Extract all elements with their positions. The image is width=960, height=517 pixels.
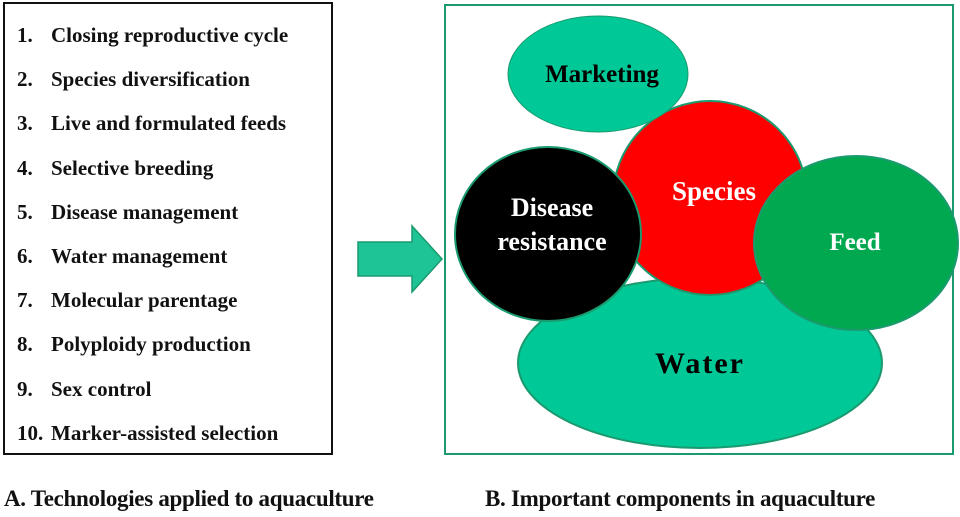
technology-item: 10. Marker-assisted selection [17, 416, 288, 460]
technology-number: 8. [17, 332, 33, 357]
technology-number: 4. [17, 155, 33, 180]
marketing-label: Marketing [545, 61, 659, 88]
technologies-list: 1. Closing reproductive cycle 2. Species di… [17, 18, 288, 460]
technology-label: Disease management [51, 199, 239, 224]
disease-label-line1: Disease [511, 193, 593, 222]
technology-label: Marker-assisted selection [51, 420, 279, 445]
technologies-box: 1. Closing reproductive cycle 2. Species di… [3, 2, 333, 455]
technology-item: 3. Live and formulated feeds [17, 106, 288, 150]
technology-label: Closing reproductive cycle [51, 23, 289, 47]
feed-label: Feed [829, 229, 880, 256]
water-label: Water [655, 347, 745, 380]
technology-number: 6. [17, 243, 33, 268]
technology-item: 5. Disease management [17, 195, 288, 239]
technology-label: Water management [51, 243, 228, 268]
technology-label: Species diversification [51, 67, 250, 92]
technology-number: 3. [17, 111, 33, 136]
technology-number: 1. [17, 23, 33, 47]
technology-number: 5. [17, 199, 33, 224]
technology-label: Live and formulated feeds [51, 111, 287, 136]
caption-panel-b: B. Important components in aquaculture [485, 486, 876, 511]
technology-label: Selective breeding [51, 155, 214, 180]
technology-item: 6. Water management [17, 239, 288, 283]
disease-resistance-circle [454, 146, 642, 322]
technology-number: 7. [17, 288, 33, 313]
technology-item: 8. Polyploidy production [17, 327, 288, 371]
technology-number: 10. [17, 420, 44, 445]
caption-panel-a: A. Technologies applied to aquaculture [4, 486, 374, 511]
technology-label: Molecular parentage [51, 288, 238, 313]
species-label: Species [672, 176, 756, 206]
feed-circle [753, 155, 959, 331]
arrow-right-icon [357, 224, 444, 294]
technology-item: 2. Species diversification [17, 62, 288, 106]
technology-item: 1. Closing reproductive cycle [17, 18, 288, 62]
technology-item: 4. Selective breeding [17, 151, 288, 195]
technology-number: 2. [17, 67, 33, 92]
technology-item: 7. Molecular parentage [17, 283, 288, 327]
technology-label: Sex control [51, 376, 152, 401]
disease-label-line2: resistance [497, 227, 606, 256]
technology-number: 9. [17, 376, 33, 401]
technology-item: 9. Sex control [17, 372, 288, 416]
technology-label: Polyploidy production [51, 332, 251, 357]
marketing-ellipse [507, 15, 689, 133]
